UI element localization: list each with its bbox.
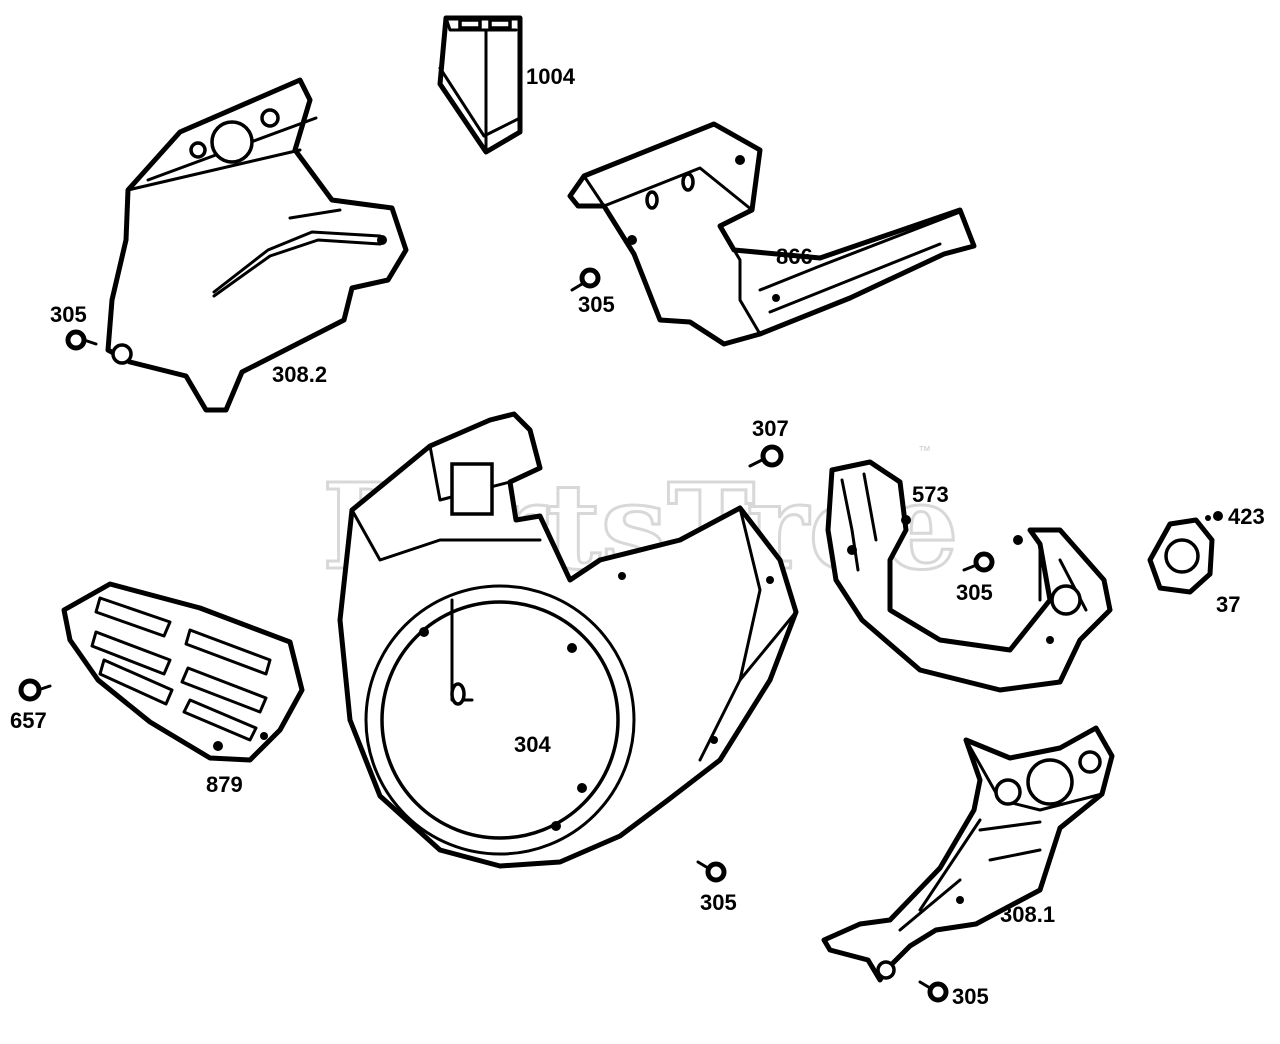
label-866: 866	[776, 244, 813, 269]
part-657-screw	[18, 678, 52, 702]
label-1004: 1004	[526, 64, 576, 89]
label-308-2: 308.2	[272, 362, 327, 387]
label-304: 304	[514, 732, 551, 757]
part-305-screw-left	[65, 329, 98, 351]
label-305-bottom: 305	[700, 890, 737, 915]
label-307: 307	[752, 416, 789, 441]
part-308-1-shroud	[821, 725, 1115, 983]
watermark-trademark: ™	[918, 443, 931, 458]
part-307-screw	[748, 444, 784, 468]
part-304-blower-housing	[337, 411, 799, 869]
part-879-louvered-panel	[61, 581, 305, 763]
part-1004-tube	[437, 15, 523, 155]
part-labels: 1004 305 308.2 866 305 307 573 423 37 30…	[10, 64, 1265, 1009]
part-305-screw-corner	[918, 980, 949, 1003]
label-37: 37	[1216, 592, 1240, 617]
label-305-corner: 305	[952, 984, 989, 1009]
label-423: 423	[1228, 504, 1265, 529]
label-573: 573	[912, 482, 949, 507]
part-305-screw-top	[570, 267, 601, 292]
part-866-bracket	[567, 121, 977, 347]
label-657: 657	[10, 708, 47, 733]
part-37-gasket	[1147, 517, 1215, 595]
label-879: 879	[206, 772, 243, 797]
part-423-screw	[1205, 511, 1223, 521]
part-573-baffle	[825, 459, 1113, 693]
label-305-top: 305	[578, 292, 615, 317]
label-305-right: 305	[956, 580, 993, 605]
label-305-left: 305	[50, 302, 87, 327]
part-308-2-shroud	[105, 77, 409, 413]
part-305-screw-bottom	[696, 860, 727, 883]
label-308-1: 308.1	[1000, 902, 1055, 927]
part-305-screw-right	[962, 551, 995, 573]
